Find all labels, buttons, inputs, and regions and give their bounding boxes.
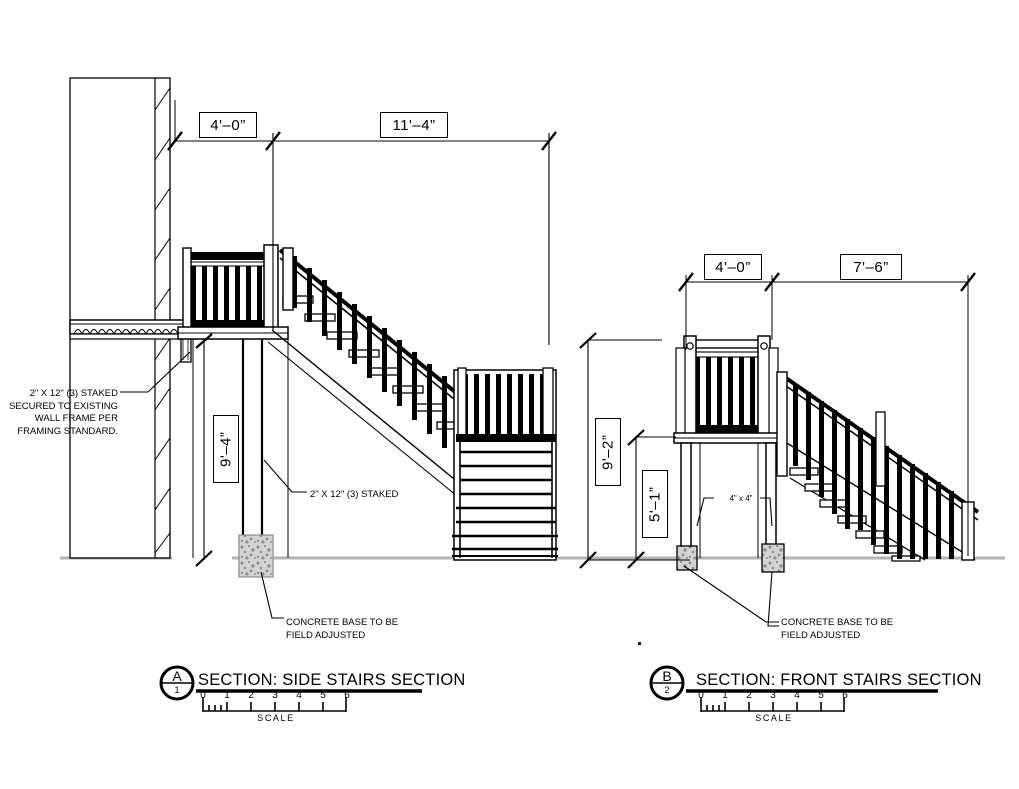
dimension-label-front-9-2: 9'–2” [595, 418, 621, 486]
front-deck-railing [675, 335, 779, 437]
stair-stringer-side [267, 329, 471, 501]
section-title-b: SECTION: FRONT STAIRS SECTION [696, 671, 982, 689]
scale-tick-b-6: 6 [842, 690, 848, 701]
existing-wall [69, 77, 171, 559]
lower-stair-flight-side [452, 367, 558, 561]
scale-tick-b-3: 3 [770, 690, 776, 701]
section-bubble-letter-b: B [662, 668, 672, 684]
note-concrete-base-side: CONCRETE BASE TO BE FIELD ADJUSTED [286, 617, 399, 641]
dimension-label-side-4-0: 4'–0” [199, 112, 257, 138]
deck-railing [182, 244, 279, 331]
stair-railing-side [278, 247, 472, 465]
scale-tick-a-0: 0 [200, 690, 206, 701]
deck-platform [177, 326, 289, 340]
note-4x4-post: 4" x 4" [729, 494, 753, 503]
scale-tick-a-1: 1 [224, 690, 230, 701]
scale-tick-b-1: 1 [722, 690, 728, 701]
scale-tick-a-2: 2 [248, 690, 254, 701]
dimension-label-side-9-4: 9'–4” [213, 415, 239, 483]
scale-tick-a-5: 5 [320, 690, 326, 701]
dimension-label-front-5-1: 5'–1” [642, 470, 668, 538]
dimension-line-side-top [167, 100, 557, 345]
note-concrete-base-front: CONCRETE BASE TO BE FIELD ADJUSTED [781, 617, 894, 641]
scale-tick-b-2: 2 [746, 690, 752, 701]
section-bubble-number-a: 1 [174, 685, 180, 695]
dimension-line-side-vertical [195, 333, 213, 567]
scale-tick-b-5: 5 [818, 690, 824, 701]
dimension-label-side-11-4: 11'–4” [380, 112, 448, 138]
dimension-label-front-7-6: 7'–6” [840, 254, 902, 280]
front-section-geometry [579, 272, 980, 627]
leader-lines-side [120, 351, 307, 619]
title-block-a [159, 665, 422, 712]
concrete-footings-front [676, 543, 785, 573]
floor-insulation-band [69, 319, 186, 340]
title-block-b [649, 665, 938, 712]
scale-tick-b-0: 0 [698, 690, 704, 701]
note-ledger-secured-to-wall: 2" X 12" (3) STAKED SECURED TO EXISTING … [9, 388, 118, 437]
scale-caption-b: SCALE [755, 713, 793, 723]
concrete-footing-side [238, 534, 274, 578]
leader-lines-front [683, 497, 779, 627]
scale-tick-a-6: 6 [344, 690, 350, 701]
note-2x12-staked: 2" X 12" (3) STAKED [310, 489, 399, 500]
deck-support-posts [192, 339, 289, 558]
scale-tick-a-3: 3 [272, 690, 278, 701]
side-section-geometry [69, 77, 558, 619]
dimension-label-front-4-0: 4'–0” [704, 254, 762, 280]
scale-caption-a: SCALE [257, 713, 295, 723]
stray-dot-mark [638, 642, 641, 645]
section-title-a: SECTION: SIDE STAIRS SECTION [198, 671, 466, 689]
front-stair-railing [776, 371, 980, 561]
front-deck-platform [673, 432, 781, 444]
dimension-line-front-top [678, 272, 976, 556]
section-bubble-number-b: 2 [664, 685, 670, 695]
section-bubble-letter-a: A [172, 668, 182, 684]
dimension-lines-front-vertical [579, 332, 690, 569]
scale-tick-a-4: 4 [296, 690, 302, 701]
scale-tick-b-4: 4 [794, 690, 800, 701]
